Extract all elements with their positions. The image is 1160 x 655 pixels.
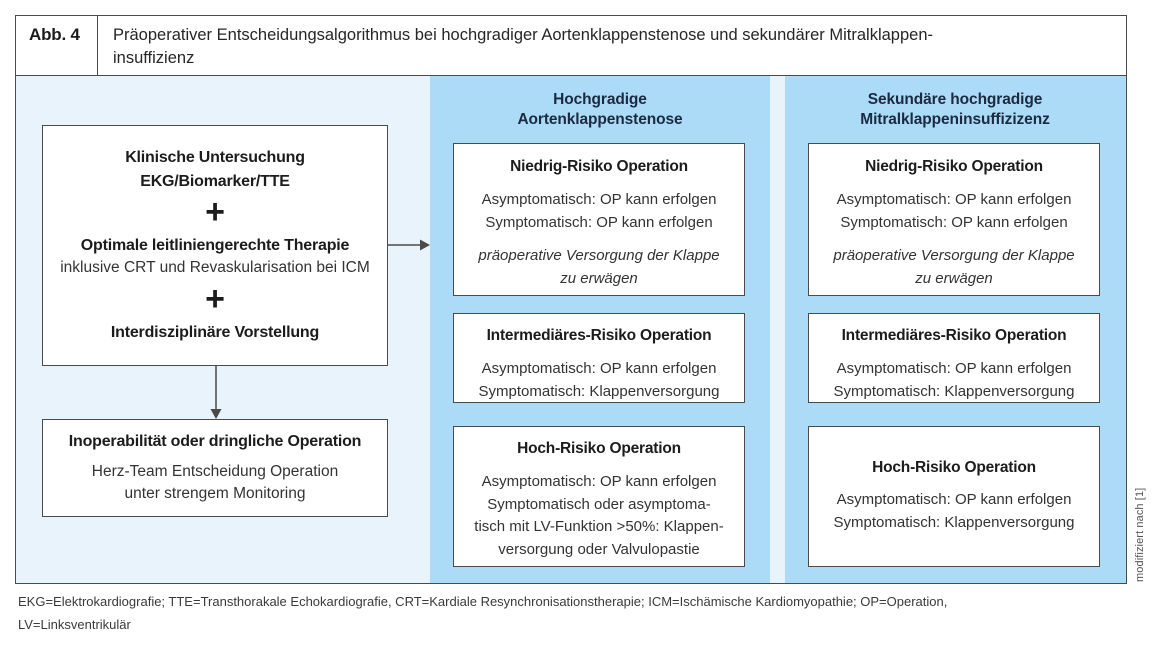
box-mi-niedrig-risiko: Niedrig-Risiko Operation Asymptomatisch:… bbox=[808, 143, 1100, 296]
footnote-line2: LV=Linksventrikulär bbox=[18, 616, 131, 632]
source-caption: modifiziert nach [1] bbox=[1134, 487, 1146, 582]
box-line: Symptomatisch: Klappenversorgung bbox=[833, 513, 1075, 531]
column-header-line1: Sekundäre hochgradige bbox=[867, 91, 1043, 108]
plus-icon: + bbox=[205, 192, 225, 231]
therapy-title: Optimale leitliniengerechte Therapie bbox=[80, 237, 350, 255]
decision-body1: Herz-Team Entscheidung Operation bbox=[91, 463, 339, 480]
box-line: tisch mit LV-Funktion >50%: Klappen- bbox=[474, 518, 724, 535]
column-header-aortenklappenstenose: Hochgradige Aortenklappenstenose bbox=[430, 90, 770, 130]
box-aks-intermediaeres-risiko: Intermediäres-Risiko Operation Asymptoma… bbox=[453, 313, 745, 403]
box-line: Asymptomatisch: OP kann erfolgen bbox=[481, 473, 717, 490]
box-line: Symptomatisch: Klappenversorgung bbox=[478, 382, 720, 400]
figure-title-line1: Präoperativer Entscheidungsalgorithmus b… bbox=[113, 26, 933, 44]
plus-icon: + bbox=[205, 279, 225, 318]
arrow-right-icon bbox=[388, 239, 430, 251]
column-header-line2: Aortenklappenstenose bbox=[517, 111, 683, 129]
figure-title-line2: insuffizienz bbox=[113, 49, 195, 68]
italic-line: präoperative Versorgung der Klappe bbox=[833, 247, 1075, 264]
figure-header: Abb. 4 Präoperativer Entscheidungsalgori… bbox=[16, 16, 1126, 76]
box-title: Niedrig-Risiko Operation bbox=[510, 158, 688, 175]
box-title: Hoch-Risiko Operation bbox=[872, 459, 1036, 476]
italic-line: präoperative Versorgung der Klappe bbox=[478, 247, 720, 264]
box-title: Niedrig-Risiko Operation bbox=[865, 158, 1043, 175]
box-line: Symptomatisch: OP kann erfolgen bbox=[840, 213, 1068, 231]
decision-body2: unter strengem Monitoring bbox=[124, 484, 306, 502]
arrow-down-icon bbox=[210, 366, 222, 419]
box-line: Asymptomatisch: OP kann erfolgen bbox=[836, 491, 1072, 508]
box-title: Intermediäres-Risiko Operation bbox=[486, 327, 712, 344]
box-line: versorgung oder Valvulopastie bbox=[498, 540, 700, 558]
box-line: Asymptomatisch: OP kann erfolgen bbox=[836, 360, 1072, 377]
clinical-line3: Interdisziplinäre Vorstellung bbox=[110, 324, 320, 342]
decision-title: Inoperabilität oder dringliche Operation bbox=[68, 433, 362, 450]
box-line: Asymptomatisch: OP kann erfolgen bbox=[481, 360, 717, 377]
box-title: Intermediäres-Risiko Operation bbox=[841, 327, 1067, 344]
column-header-mitralklappeninsuffizienz: Sekundäre hochgradige Mitralklappeninsuf… bbox=[785, 90, 1125, 130]
box-line: Symptomatisch oder asymptoma- bbox=[487, 495, 711, 513]
box-line: Asymptomatisch: OP kann erfolgen bbox=[481, 191, 717, 208]
figure-label: Abb. 4 bbox=[16, 16, 98, 75]
box-title: Hoch-Risiko Operation bbox=[517, 440, 681, 457]
box-mi-intermediaeres-risiko: Intermediäres-Risiko Operation Asymptoma… bbox=[808, 313, 1100, 403]
figure-body: Hochgradige Aortenklappenstenose Sekundä… bbox=[16, 76, 1126, 583]
therapy-sub: inklusive CRT und Revaskularisation bei … bbox=[60, 259, 370, 277]
box-line: Symptomatisch: OP kann erfolgen bbox=[485, 213, 713, 231]
column-header-line1: Hochgradige bbox=[553, 91, 647, 108]
figure-container: Abb. 4 Präoperativer Entscheidungsalgori… bbox=[15, 15, 1127, 584]
box-inoperabilitaet: Inoperabilität oder dringliche Operation… bbox=[42, 419, 388, 517]
abbreviations-footnote: EKG=Elektrokardiografie; TTE=Transthorak… bbox=[18, 591, 1138, 637]
italic-line: zu erwägen bbox=[915, 269, 993, 287]
clinical-line1: Klinische Untersuchung bbox=[125, 149, 305, 167]
box-mi-hoch-risiko: Hoch-Risiko Operation Asymptomatisch: OP… bbox=[808, 426, 1100, 567]
box-italic-note: präoperative Versorgung der Klappe zu er… bbox=[809, 245, 1099, 290]
box-line: Asymptomatisch: OP kann erfolgen bbox=[836, 191, 1072, 208]
box-italic-note: präoperative Versorgung der Klappe zu er… bbox=[454, 245, 744, 290]
italic-line: zu erwägen bbox=[560, 269, 638, 287]
box-line: Symptomatisch: Klappenversorgung bbox=[833, 382, 1075, 400]
column-header-line2: Mitralklappeninsuffizizenz bbox=[860, 111, 1050, 129]
clinical-line2: EKG/Biomarker/TTE bbox=[140, 172, 290, 190]
box-klinische-untersuchung: Klinische Untersuchung EKG/Biomarker/TTE… bbox=[42, 125, 388, 366]
figure-title: Präoperativer Entscheidungsalgorithmus b… bbox=[98, 16, 1126, 75]
footnote-line1: EKG=Elektrokardiografie; TTE=Transthorak… bbox=[18, 594, 948, 609]
box-aks-hoch-risiko: Hoch-Risiko Operation Asymptomatisch: OP… bbox=[453, 426, 745, 567]
box-aks-niedrig-risiko: Niedrig-Risiko Operation Asymptomatisch:… bbox=[453, 143, 745, 296]
